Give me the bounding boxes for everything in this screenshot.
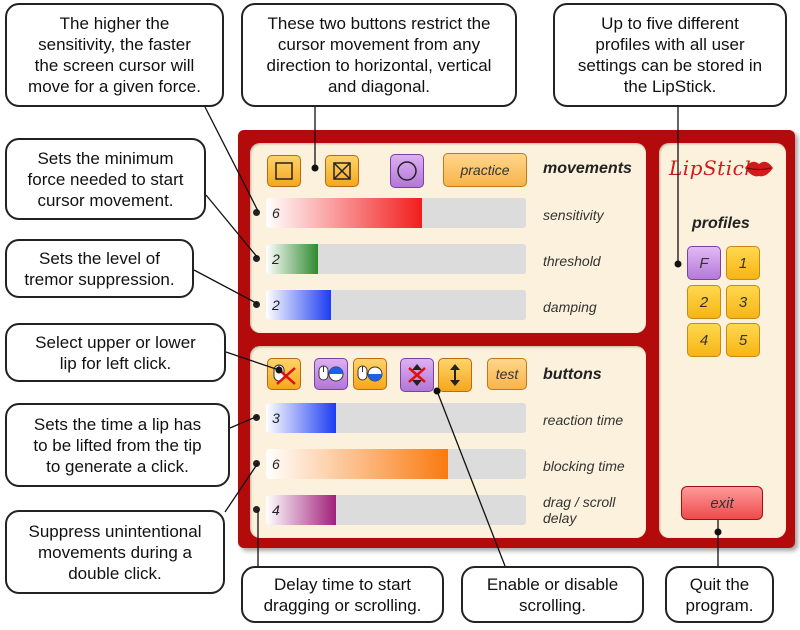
damping-fill [266,290,331,320]
buttons-title: buttons [543,366,602,383]
callout-profiles: Up to five different profiles with all u… [553,3,787,107]
scroll-enable-button[interactable] [438,358,472,392]
damping-slider[interactable]: 2 [266,290,526,320]
exit-button[interactable]: exit [681,486,763,520]
lipstick-logo: LipStick [669,156,757,180]
drag-scroll-delay-label: drag / scroll delay [543,494,616,526]
reaction-time-slider[interactable]: 3 [266,403,526,433]
drag-scroll-delay-value: 4 [272,502,280,518]
callout-lip-select: Select upper or lower lip for left click… [5,323,226,382]
callout-sensitivity: The higher the sensitivity, the faster t… [5,3,224,107]
practice-button[interactable]: practice [443,153,527,187]
threshold-value: 2 [272,251,280,267]
square-icon [275,162,293,180]
sensitivity-bullet [253,209,260,216]
blocking-time-value: 6 [272,456,280,472]
callout-drag-delay: Delay time to start dragging or scrollin… [241,566,444,623]
profile-2-button[interactable]: 2 [687,285,721,319]
profiles-panel [659,143,786,538]
lips-icon [745,161,773,177]
test-button[interactable]: test [487,358,527,390]
movements-title: movements [543,160,632,177]
lower-lip-icon [357,365,383,382]
sensitivity-fill [266,198,422,228]
diagonal-box-icon [333,162,351,180]
threshold-label: threshold [543,253,601,269]
upper-lip-button[interactable] [314,358,348,390]
callout-scrolling: Enable or disable scrolling. [461,566,644,623]
profile-f-button[interactable]: F [687,246,721,280]
callout-quit: Quit the program. [665,566,774,623]
profile-4-button[interactable]: 4 [687,323,721,357]
reaction-time-value: 3 [272,410,280,426]
restrict-square-button[interactable] [267,155,301,187]
callout-lift-time: Sets the time a lip has to be lifted fro… [5,403,230,487]
upper-lip-icon [318,365,344,382]
blocking-time-label: blocking time [543,458,625,474]
sensitivity-value: 6 [272,205,280,221]
damping-label: damping [543,299,597,315]
circle-mode-button[interactable] [390,154,424,188]
blocking-time-fill [266,449,448,479]
callout-suppress: Suppress unintentional movements during … [5,510,225,594]
threshold-slider[interactable]: 2 [266,244,526,274]
scroll-disable-button[interactable] [400,358,434,392]
blocking-time-slider[interactable]: 6 [266,449,526,479]
scroll-off-icon [408,364,426,386]
threshold-bullet [253,255,260,262]
lip-click-off-button[interactable] [267,358,301,390]
callout-threshold: Sets the minimum force needed to start c… [5,138,206,220]
profile-3-button[interactable]: 3 [726,285,760,319]
drag-scroll-delay-fill [266,495,337,525]
restrict-diagonal-button[interactable] [325,155,359,187]
callout-tremor: Sets the level of tremor suppression. [5,239,194,298]
damping-value: 2 [272,297,280,313]
sensitivity-label: sensitivity [543,207,604,223]
mouse-off-icon [273,364,296,385]
sensitivity-slider[interactable]: 6 [266,198,526,228]
callout-restrict-buttons: These two buttons restrict the cursor mo… [241,3,517,107]
damping-bullet [253,301,260,308]
reaction-time-fill [266,403,337,433]
drag-scroll-delay-bullet [253,506,260,513]
blocking-time-bullet [253,460,260,467]
circle-icon [397,161,417,181]
lower-lip-button[interactable] [353,358,387,390]
reaction-time-bullet [253,414,260,421]
threshold-fill [266,244,318,274]
reaction-time-label: reaction time [543,412,624,428]
profiles-title: profiles [692,215,750,232]
scroll-icon [450,364,460,386]
drag-scroll-delay-slider[interactable]: 4 [266,495,526,525]
profile-1-button[interactable]: 1 [726,246,760,280]
profile-5-button[interactable]: 5 [726,323,760,357]
